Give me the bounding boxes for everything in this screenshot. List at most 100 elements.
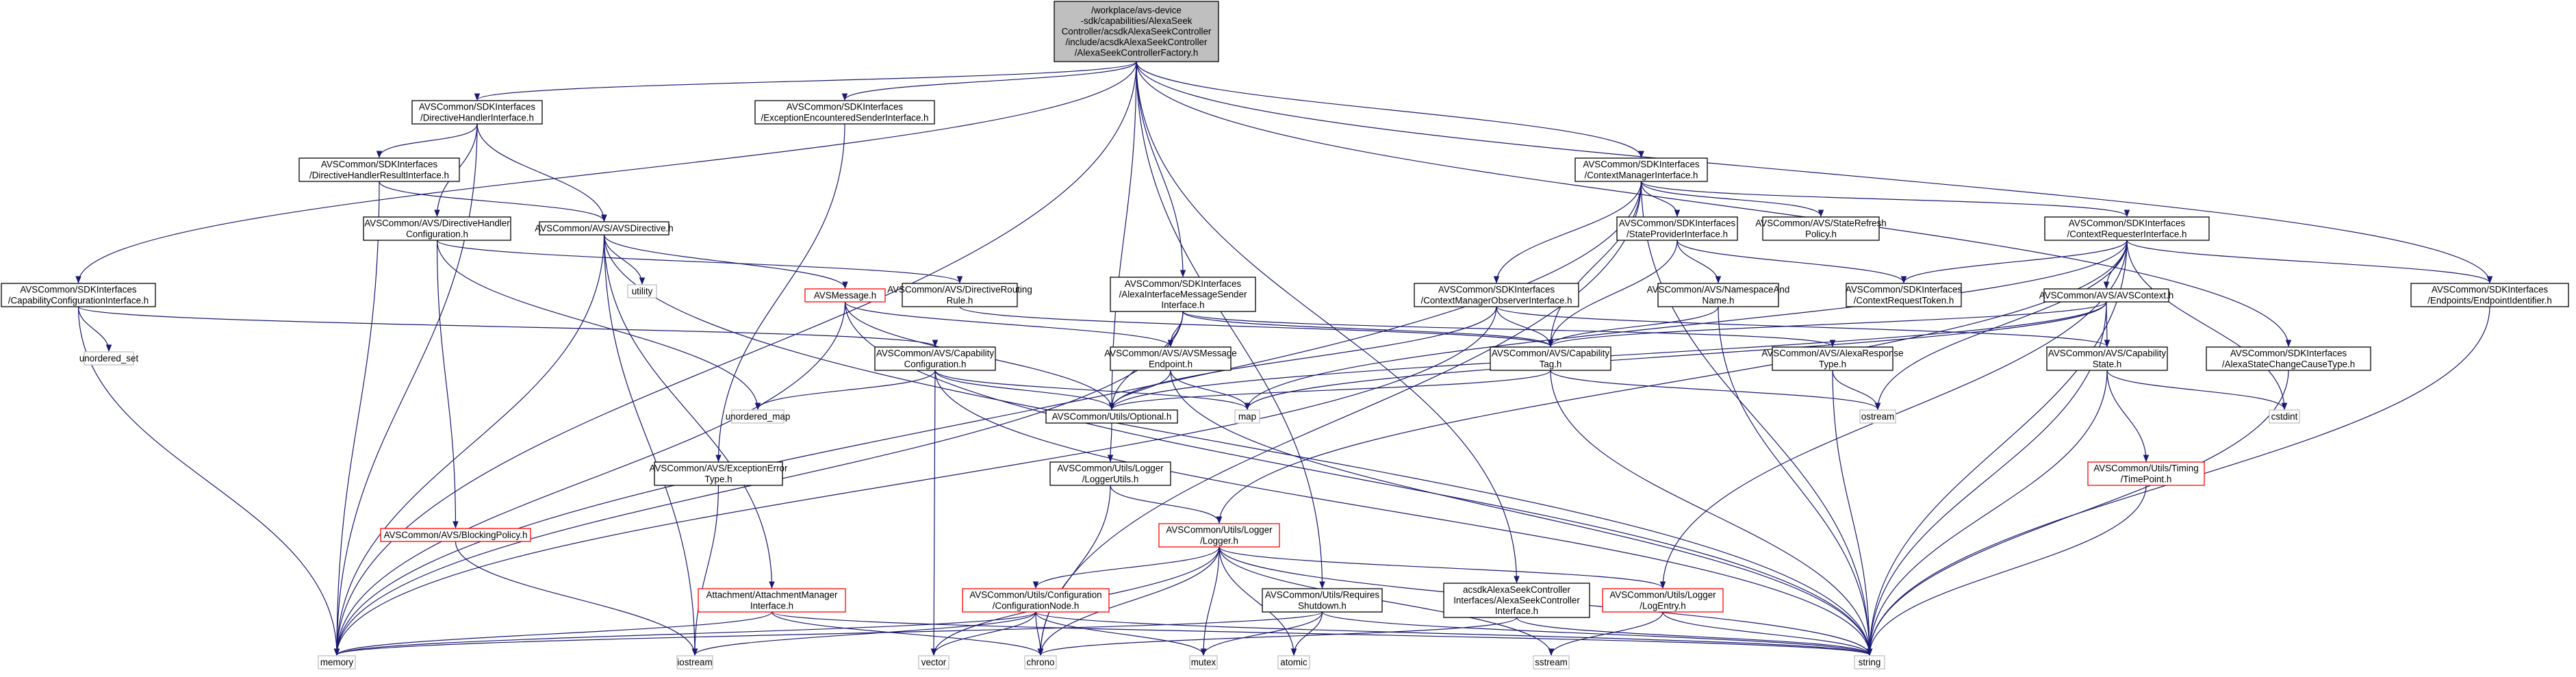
node-avsep-box bbox=[1110, 346, 1232, 371]
edge-capcfg-to-vector bbox=[930, 370, 937, 656]
node-optional-box bbox=[1045, 409, 1178, 424]
node-spi-label: AVSCommon/SDKInterfaces bbox=[1619, 218, 1735, 229]
node-asct-label: AVSCommon/SDKInterfaces bbox=[2230, 348, 2347, 359]
node-eesi-box bbox=[754, 100, 935, 125]
node-logentry[interactable]: AVSCommon/Utils/Logger/LogEntry.h bbox=[1602, 588, 1724, 613]
node-drr-label: Rule.h bbox=[947, 295, 973, 305]
node-root[interactable]: /workplace/avs-device-sdk/capabilities/A… bbox=[1054, 1, 1219, 62]
node-root-label: Controller/acsdkAlexaSeekController bbox=[1062, 27, 1212, 37]
node-art-label: AVSCommon/AVS/AlexaResponse bbox=[1761, 348, 1903, 359]
node-spi[interactable]: AVSCommon/SDKInterfaces/StateProviderInt… bbox=[1616, 216, 1738, 241]
node-asct-label: /AlexaStateChangeCauseType.h bbox=[2222, 359, 2355, 369]
node-string-label: string bbox=[1859, 657, 1881, 667]
node-exerr-label: Type.h bbox=[704, 474, 732, 484]
node-dhi[interactable]: AVSCommon/SDKInterfaces/DirectiveHandler… bbox=[411, 100, 543, 125]
edge-cmi-to-memory bbox=[333, 181, 1642, 656]
edge-confnode-to-mutex bbox=[1035, 611, 1207, 656]
node-cci-label: /CapabilityConfigurationInterface.h bbox=[8, 295, 149, 305]
node-vector: vector bbox=[918, 655, 949, 669]
node-epid[interactable]: AVSCommon/SDKInterfaces/Endpoints/Endpoi… bbox=[2410, 283, 2569, 307]
node-optional[interactable]: AVSCommon/Utils/Optional.h bbox=[1045, 409, 1178, 424]
node-root-label: /AlexaSeekControllerFactory.h bbox=[1075, 48, 1199, 58]
edge-logentry-to-sstream bbox=[1548, 611, 1663, 656]
edge-avsep-to-optional bbox=[1108, 370, 1171, 411]
node-asct[interactable]: AVSCommon/SDKInterfaces/AlexaStateChange… bbox=[2206, 346, 2371, 371]
edge-root-to-aimsi bbox=[1136, 61, 1186, 278]
node-dhc[interactable]: AVSCommon/AVS/DirectiveHandlerConfigurat… bbox=[363, 216, 511, 241]
node-logutils[interactable]: AVSCommon/Utils/Logger/LoggerUtils.h bbox=[1049, 461, 1171, 486]
node-confnode[interactable]: AVSCommon/Utils/Configuration/Configurat… bbox=[962, 588, 1110, 613]
node-crt[interactable]: AVSCommon/SDKInterfaces/ContextRequestTo… bbox=[1846, 283, 1962, 307]
node-avsctx[interactable]: AVSCommon/AVS/AVSContext.h bbox=[2039, 288, 2173, 303]
node-epid-label: AVSCommon/SDKInterfaces bbox=[2432, 285, 2548, 295]
edge-cci-to-capcfg bbox=[77, 306, 938, 348]
node-captag-label: AVSCommon/AVS/Capability bbox=[1492, 348, 1609, 359]
node-dhri-box bbox=[298, 157, 460, 182]
node-avsctx-box bbox=[2043, 288, 2169, 303]
edge-spi-to-crt bbox=[1676, 240, 1907, 284]
node-capcfg-label: AVSCommon/AVS/Capability bbox=[876, 348, 994, 359]
node-capcfg-box bbox=[874, 346, 996, 371]
node-confnode-box bbox=[962, 588, 1110, 613]
node-cstdint-box bbox=[2269, 409, 2300, 424]
edge-confnode-to-iostream bbox=[691, 611, 1036, 656]
node-capcfg[interactable]: AVSCommon/AVS/CapabilityConfiguration.h bbox=[874, 346, 996, 371]
edge-confnode-to-vector bbox=[930, 611, 1036, 656]
node-cmoi-box bbox=[1414, 283, 1579, 307]
node-avsmsg[interactable]: AVSMessage.h bbox=[804, 288, 886, 303]
edge-capstate-to-cstdint bbox=[2106, 370, 2288, 411]
node-cmoi[interactable]: AVSCommon/SDKInterfaces/ContextManagerOb… bbox=[1414, 283, 1579, 307]
node-utility-label: utility bbox=[632, 286, 653, 296]
node-chrono-label: chrono bbox=[1027, 657, 1055, 667]
node-art-box bbox=[1772, 346, 1893, 371]
node-timepoint[interactable]: AVSCommon/Utils/Timing/TimePoint.h bbox=[2087, 461, 2205, 486]
node-iostream-label: iostream bbox=[677, 657, 712, 667]
node-eesi[interactable]: AVSCommon/SDKInterfaces/ExceptionEncount… bbox=[754, 100, 935, 125]
edge-asct-to-string bbox=[1866, 370, 2289, 656]
node-logentry-box bbox=[1602, 588, 1724, 613]
node-sstream-label: sstream bbox=[1535, 657, 1568, 667]
edge-logutils-to-chrono bbox=[1037, 485, 1111, 656]
edge-avsmsg-to-memory bbox=[333, 301, 846, 656]
node-ascif-label: Interface.h bbox=[1495, 606, 1538, 616]
edge-cri-to-ostream bbox=[1874, 240, 2128, 411]
node-cci[interactable]: AVSCommon/SDKInterfaces/CapabilityConfig… bbox=[1, 283, 156, 307]
node-crt-label: AVSCommon/SDKInterfaces bbox=[1846, 285, 1962, 295]
node-ascif[interactable]: acsdkAlexaSeekControllerInterfaces/Alexa… bbox=[1443, 583, 1590, 618]
node-atomic-box bbox=[1277, 655, 1310, 669]
edge-dhc-to-blocking bbox=[436, 240, 459, 529]
node-aimsi[interactable]: AVSCommon/SDKInterfaces/AlexaInterfaceMe… bbox=[1110, 277, 1256, 312]
node-crt-box bbox=[1846, 283, 1962, 307]
node-cmi-label: AVSCommon/SDKInterfaces bbox=[1583, 159, 1699, 170]
node-blocking[interactable]: AVSCommon/AVS/BlockingPolicy.h bbox=[380, 528, 531, 542]
edge-cmi-to-cri bbox=[1640, 181, 2130, 218]
edge-avsctx-to-captag bbox=[1547, 301, 2107, 348]
node-sstream: sstream bbox=[1533, 655, 1570, 669]
node-avsep-label: Endpoint.h bbox=[1149, 359, 1193, 369]
edge-cmi-to-srp bbox=[1640, 181, 1824, 218]
node-cri[interactable]: AVSCommon/SDKInterfaces/ContextRequester… bbox=[2044, 216, 2210, 241]
node-logger[interactable]: AVSCommon/Utils/Logger/Logger.h bbox=[1158, 523, 1280, 548]
edge-cri-to-string bbox=[1866, 240, 2128, 656]
edge-root-to-reqshut bbox=[1136, 61, 1325, 589]
edge-logger-to-confnode bbox=[1032, 546, 1220, 589]
node-capcfg-label: Configuration.h bbox=[904, 359, 967, 369]
node-cmi[interactable]: AVSCommon/SDKInterfaces/ContextManagerIn… bbox=[1574, 157, 1708, 182]
node-avsdir[interactable]: AVSCommon/AVS/AVSDirective.h bbox=[535, 221, 674, 235]
node-map-label: map bbox=[1238, 411, 1256, 422]
node-utility-box bbox=[627, 284, 657, 298]
node-confnode-label: AVSCommon/Utils/Configuration bbox=[969, 590, 1101, 600]
node-dhri[interactable]: AVSCommon/SDKInterfaces/DirectiveHandler… bbox=[298, 157, 460, 182]
node-unordered_map-box bbox=[731, 409, 785, 424]
